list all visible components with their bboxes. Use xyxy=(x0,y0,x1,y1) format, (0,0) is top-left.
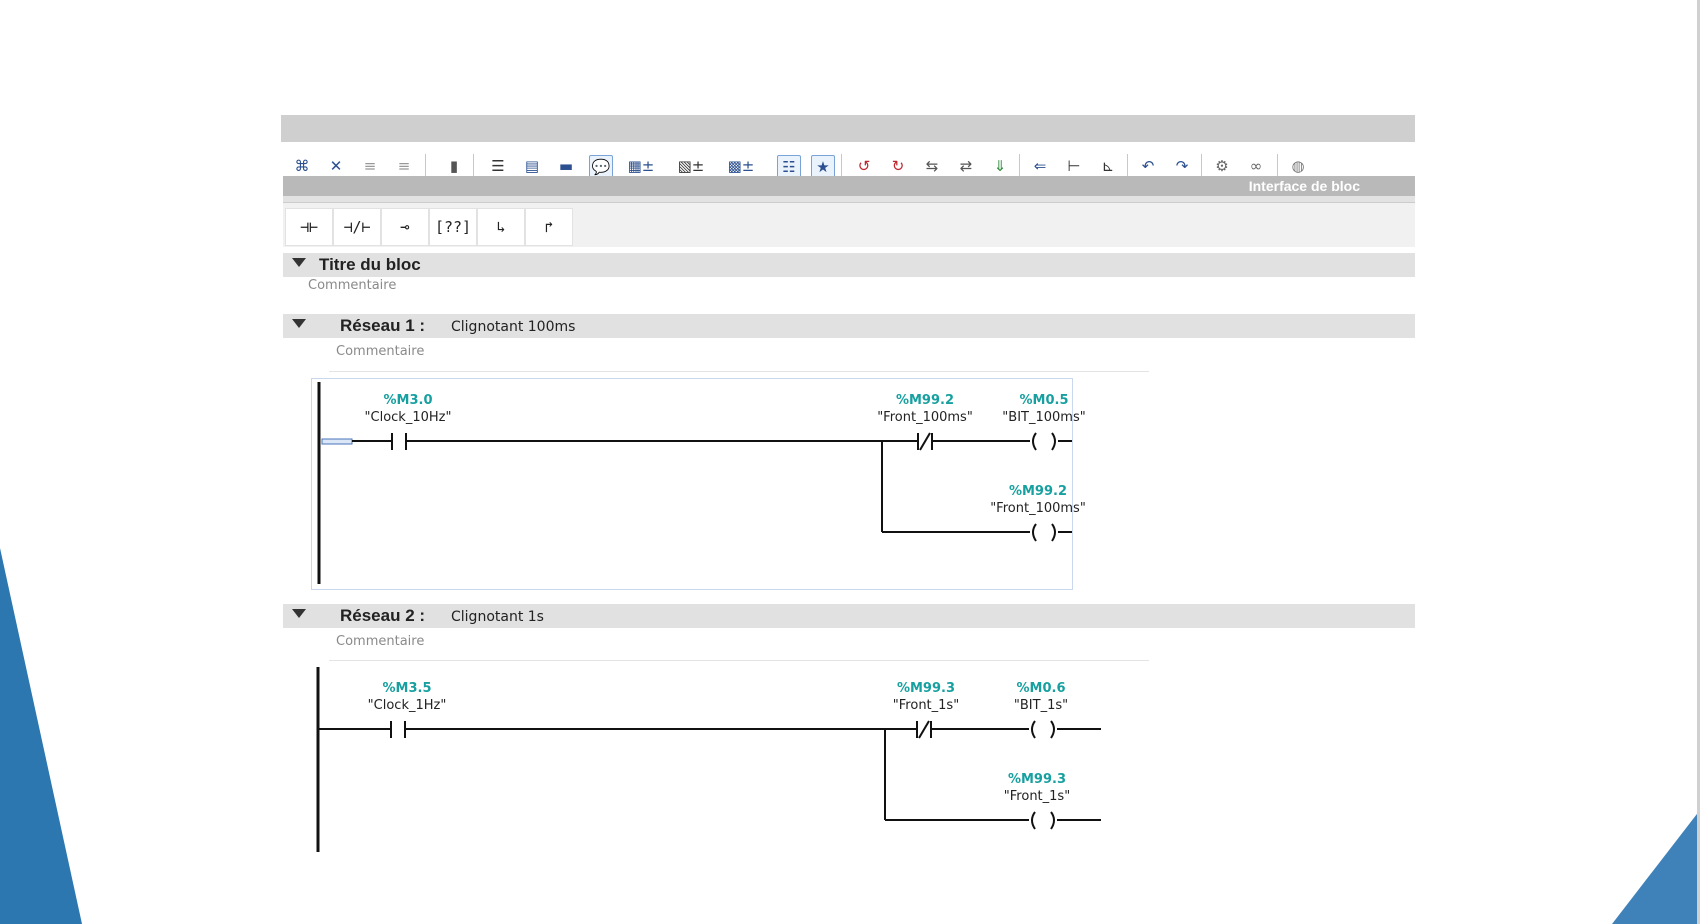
separator xyxy=(1277,154,1278,178)
open-all-networks-icon[interactable]: ▦± xyxy=(627,157,655,175)
update-calls-icon[interactable]: ⇄ xyxy=(959,157,973,175)
comment-underline xyxy=(329,371,1149,372)
network-1-rung-area: %M3.0 "Clock_10Hz" %M99.2 "Front_100ms" … xyxy=(311,378,1086,590)
contact-symbol[interactable]: "Front_1s" xyxy=(892,698,960,713)
no-contact-tool[interactable]: ⊣⊢ xyxy=(285,208,333,246)
coil-symbol[interactable]: "Front_1s" xyxy=(1003,789,1071,804)
ladder-toolbar: ⊣⊢ ⊣/⊢ ⊸ [??] ↳ ↱ xyxy=(283,203,1415,247)
network-2-name: Clignotant 1s xyxy=(451,609,544,625)
favorites-icon[interactable]: ▬ xyxy=(558,157,574,175)
empty-box-tool[interactable]: [??] xyxy=(429,208,477,246)
jump-previous-icon[interactable]: ↶ xyxy=(1141,157,1155,175)
previous-error-icon[interactable]: ⇆ xyxy=(925,157,939,175)
go-to-icon[interactable]: ⊢ xyxy=(1067,157,1081,175)
interface-splitter[interactable] xyxy=(283,196,1415,203)
close-branch-tool[interactable]: ↱ xyxy=(525,208,573,246)
separator xyxy=(1127,154,1128,178)
coil-symbol[interactable]: "BIT_100ms" xyxy=(1002,410,1086,425)
separator xyxy=(425,154,426,178)
coil-symbol[interactable]: "BIT_1s" xyxy=(1013,698,1069,713)
online-icon[interactable]: ⚙ xyxy=(1215,157,1229,175)
network-1-comment[interactable]: Commentaire xyxy=(336,344,425,359)
clear-icon[interactable]: ▮ xyxy=(449,157,459,175)
network-1-label: Réseau 1 : xyxy=(340,316,426,335)
network-1-ladder xyxy=(317,382,1072,584)
title-bar xyxy=(281,115,1415,142)
remove-error-icon[interactable]: ↺ xyxy=(857,157,871,175)
coil-symbol[interactable]: "Front_100ms" xyxy=(990,501,1086,516)
network-2-header[interactable]: Réseau 2 : Clignotant 1s xyxy=(283,604,1415,628)
expand-icon[interactable]: ⊾ xyxy=(1101,157,1115,175)
coil-address[interactable]: %M0.6 xyxy=(1016,681,1066,696)
network-2-comment[interactable]: Commentaire xyxy=(336,634,425,649)
network-2-label: Réseau 2 : xyxy=(340,606,426,625)
next-error-icon[interactable]: ↻ xyxy=(891,157,905,175)
network-1-name: Clignotant 100ms xyxy=(451,319,576,335)
show-tags-icon[interactable]: ☷ xyxy=(777,155,801,179)
network-view-icon[interactable]: ▤ xyxy=(524,157,540,175)
delete-network-icon[interactable]: ✕ xyxy=(329,157,343,175)
contact-address[interactable]: %M99.3 xyxy=(896,681,956,696)
instance-db-icon[interactable]: ◍ xyxy=(1291,157,1305,175)
nc-contact-tool[interactable]: ⊣/⊢ xyxy=(333,208,381,246)
insert-row-icon[interactable]: ≡ xyxy=(363,157,377,175)
separator xyxy=(1201,154,1202,178)
open-branch-tool[interactable]: ↳ xyxy=(477,208,525,246)
contact-address[interactable]: %M99.2 xyxy=(895,393,955,408)
jump-next-icon[interactable]: ↷ xyxy=(1175,157,1189,175)
block-comment[interactable]: Commentaire xyxy=(308,278,397,293)
block-title: Titre du bloc xyxy=(319,255,421,274)
coil-address[interactable]: %M99.3 xyxy=(1007,772,1067,787)
contact-address[interactable]: %M3.5 xyxy=(382,681,432,696)
separator xyxy=(1019,154,1020,178)
coil-address[interactable]: %M99.2 xyxy=(1008,484,1068,499)
collapse-triangle-icon[interactable] xyxy=(292,319,306,328)
contact-symbol[interactable]: "Front_100ms" xyxy=(877,410,973,425)
insert-network-icon[interactable]: ⌘ xyxy=(294,157,310,175)
separator xyxy=(841,154,842,178)
separator xyxy=(473,154,474,178)
interface-bar[interactable]: Interface de bloc xyxy=(283,176,1415,196)
coil-tool[interactable]: ⊸ xyxy=(381,208,429,246)
compile-icon[interactable]: ⇓ xyxy=(993,157,1007,175)
coil-address[interactable]: %M0.5 xyxy=(1019,393,1069,408)
add-row-icon[interactable]: ≡ xyxy=(397,157,411,175)
favorites-star-icon[interactable]: ★ xyxy=(811,155,835,179)
glasses-icon[interactable]: ∞ xyxy=(1249,157,1263,175)
contact-symbol[interactable]: "Clock_1Hz" xyxy=(367,698,447,713)
go-to-next-icon[interactable]: ▩± xyxy=(727,157,755,175)
network-2-rung-area: %M3.5 "Clock_1Hz" %M99.3 "Front_1s" %M0.… xyxy=(311,667,1101,852)
close-all-networks-icon[interactable]: ▧± xyxy=(677,157,705,175)
contact-symbol[interactable]: "Clock_10Hz" xyxy=(364,410,452,425)
editor-window: ⌘ ✕ ≡ ≡ ▮ ☰ ▤ ▬ 💬 ▦± ▧± ▩± ☷ ★ ↺ ↻ ⇆ ⇄ ⇓… xyxy=(281,115,1415,852)
contact-address[interactable]: %M3.0 xyxy=(383,393,433,408)
network-1-header[interactable]: Réseau 1 : Clignotant 100ms xyxy=(283,314,1415,338)
collapse-triangle-icon[interactable] xyxy=(292,609,306,618)
comment-underline xyxy=(329,660,1149,661)
network-2-ladder xyxy=(316,667,1101,852)
block-title-header[interactable]: Titre du bloc xyxy=(283,253,1415,277)
interface-label: Interface de bloc xyxy=(1248,178,1360,194)
monitor-icon[interactable]: ⇐ xyxy=(1033,157,1047,175)
absolute-operands-icon[interactable]: ☰ xyxy=(491,157,505,175)
collapse-triangle-icon[interactable] xyxy=(292,258,306,267)
